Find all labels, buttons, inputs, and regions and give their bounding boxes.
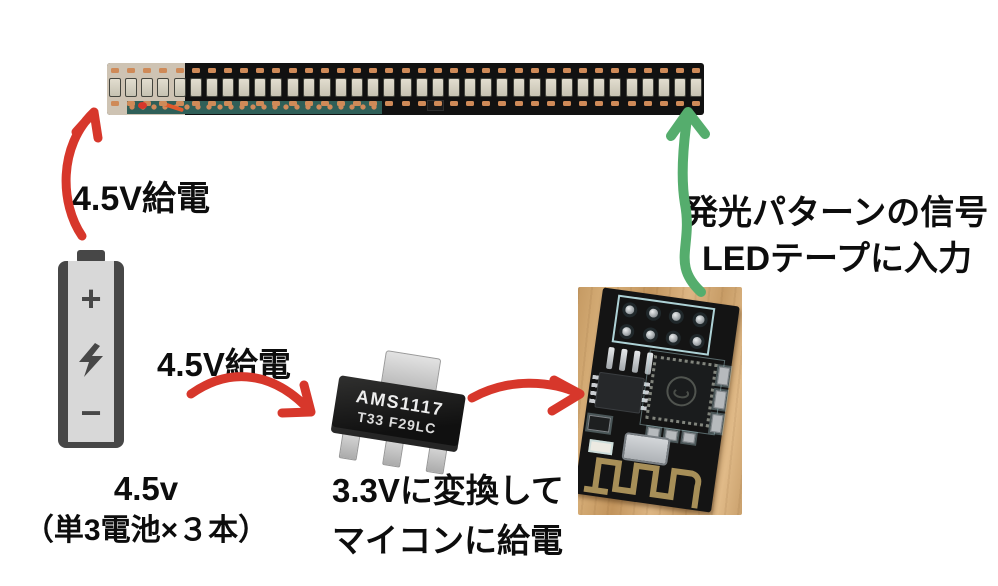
flash-chip — [594, 371, 645, 414]
esp8266-chip — [645, 355, 718, 428]
led-cell — [333, 63, 349, 115]
led-cell — [301, 63, 317, 115]
paint-splatter-dot — [138, 102, 147, 109]
battery-plus-sign: + — [80, 278, 102, 319]
battery-body: + − — [58, 261, 124, 448]
led-cell — [220, 63, 236, 115]
led-cell — [591, 63, 607, 115]
led-cell — [575, 63, 591, 115]
led-cell — [430, 63, 446, 115]
led-cell — [349, 63, 365, 115]
led-cell — [446, 63, 462, 115]
regulator-photo: AMS1117 T33 F29LC — [330, 350, 480, 478]
arrow-regulator-to-esp-icon — [467, 375, 585, 416]
led-cell — [607, 63, 623, 115]
led-cell — [543, 63, 559, 115]
arrow-battery-to-regulator-icon — [186, 372, 316, 418]
pin-hole — [621, 300, 639, 318]
battery-caption-voltage: 4.5v — [113, 470, 179, 507]
pin-hole — [641, 325, 659, 343]
lightning-icon — [79, 343, 103, 377]
pin-header — [611, 294, 716, 356]
led-cell — [285, 63, 301, 115]
pin-hole — [665, 329, 683, 347]
antenna-trace — [583, 457, 702, 510]
led-cell — [511, 63, 527, 115]
battery-cap — [77, 250, 105, 263]
led-cell — [317, 63, 333, 115]
led-cell — [527, 63, 543, 115]
signal-caption-line2: LEDテープに入力 — [702, 240, 972, 278]
label-feed-to-led: 4.5V給電 — [72, 180, 210, 218]
battery-minus-sign: − — [80, 392, 102, 433]
led-cell — [204, 63, 220, 115]
battery-caption-detail: （単3電池×３本） — [23, 514, 269, 547]
led-cell — [268, 63, 284, 115]
pin-hole — [688, 332, 706, 350]
arrow-battery-to-led-icon — [61, 107, 103, 241]
led-cell — [478, 63, 494, 115]
led-cell — [139, 63, 155, 115]
regulator-caption-line2: マイコンに給電 — [332, 522, 563, 559]
smd-component — [713, 390, 727, 410]
smd-component — [710, 413, 724, 434]
espressif-logo-icon — [664, 374, 699, 409]
led-cell — [494, 63, 510, 115]
led-tape-teal-pcb — [127, 101, 382, 114]
led-cell — [672, 63, 688, 115]
led-cell — [656, 63, 672, 115]
led-cell — [414, 63, 430, 115]
esp-board — [578, 287, 740, 513]
arrow-esp-to-led-icon — [666, 107, 710, 297]
pin-hole — [618, 322, 636, 340]
led-cell — [559, 63, 575, 115]
led-cell — [155, 63, 171, 115]
led-cell — [123, 63, 139, 115]
battery-icon: + − — [58, 250, 124, 450]
regulator-caption-line1: 3.3Vに変換して — [332, 472, 564, 509]
led-cell — [398, 63, 414, 115]
led-cell — [236, 63, 252, 115]
led-cell — [188, 63, 204, 115]
pin-hole — [691, 310, 709, 328]
led-cell — [462, 63, 478, 115]
led-cell — [624, 63, 640, 115]
pin-hole — [644, 304, 662, 322]
led-cell — [381, 63, 397, 115]
smd-component — [682, 432, 696, 444]
led-cell — [365, 63, 381, 115]
led-row — [107, 63, 704, 115]
esp-module-photo — [578, 287, 742, 515]
smd-component — [716, 366, 731, 386]
led-cell — [252, 63, 268, 115]
led-cell — [172, 63, 188, 115]
led-cell — [688, 63, 704, 115]
signal-caption-line1: 発光パターンの信号 — [684, 194, 989, 232]
pin-hole — [668, 307, 686, 325]
led-tape-photo — [107, 63, 704, 115]
led-cell — [640, 63, 656, 115]
led-cell — [107, 63, 123, 115]
